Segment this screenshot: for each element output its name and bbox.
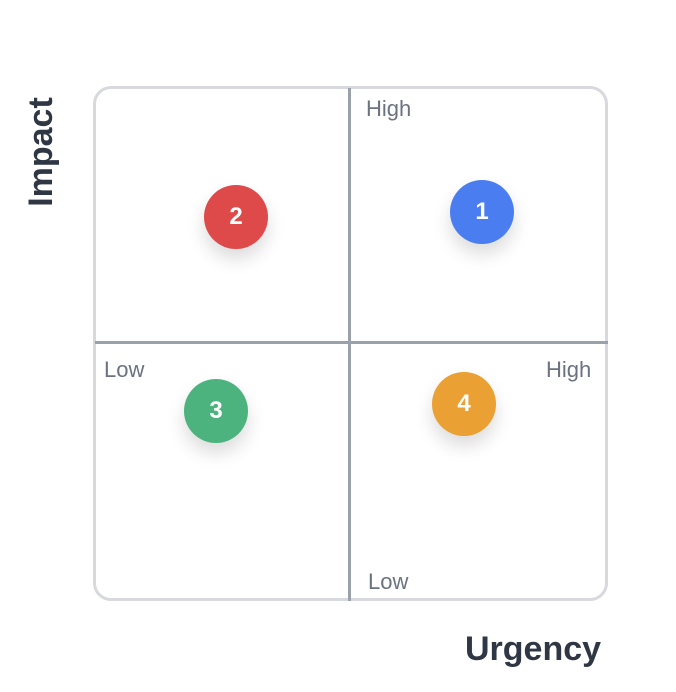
vertical-axis-line <box>348 88 351 601</box>
item-marker-2[interactable]: 2 <box>204 185 268 249</box>
urgency-low-label: Low <box>104 357 145 382</box>
horizontal-axis-line <box>95 341 608 344</box>
impact-low-label: Low <box>368 569 409 594</box>
impact-axis-title: Impact <box>22 97 60 207</box>
impact-high-label: High <box>366 96 412 121</box>
item-marker-1[interactable]: 1 <box>450 180 514 244</box>
urgency-axis-title: Urgency <box>465 630 602 668</box>
item-marker-4[interactable]: 4 <box>432 372 496 436</box>
urgency-high-label: High <box>546 357 592 382</box>
item-marker-3[interactable]: 3 <box>184 379 248 443</box>
